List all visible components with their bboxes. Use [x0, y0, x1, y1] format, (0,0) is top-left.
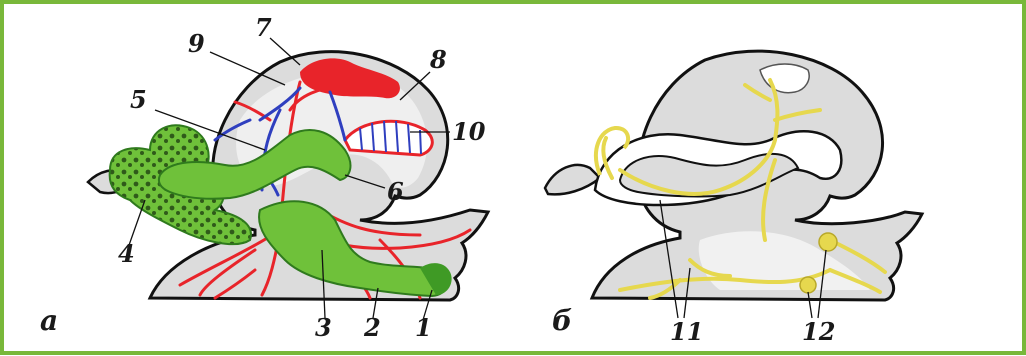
- label-5: 5: [130, 85, 147, 114]
- label-11: 11: [670, 317, 703, 346]
- figure-canvas: 1 2 3 4 5 6 7 8 9 10 а: [4, 4, 1022, 351]
- label-10: 10: [452, 117, 486, 146]
- label-4: 4: [118, 239, 135, 268]
- panel-letter-b: б: [552, 304, 572, 337]
- panel-a-organ-systems: 1 2 3 4 5 6 7 8 9 10 а: [40, 13, 488, 342]
- label-1: 1: [415, 313, 432, 342]
- panel-b-nervous-system: 11 12 б: [545, 51, 922, 346]
- label-2: 2: [363, 313, 381, 342]
- label-6: 6: [387, 177, 404, 206]
- label-8: 8: [429, 45, 447, 74]
- panel-letter-a: а: [40, 304, 58, 337]
- ganglion-pedal: [800, 277, 816, 293]
- ganglion-cerebral: [819, 233, 837, 251]
- label-9: 9: [188, 29, 205, 58]
- label-3: 3: [315, 313, 332, 342]
- label-7: 7: [255, 13, 272, 42]
- label-12: 12: [802, 317, 835, 346]
- snail-head-b: [545, 165, 600, 194]
